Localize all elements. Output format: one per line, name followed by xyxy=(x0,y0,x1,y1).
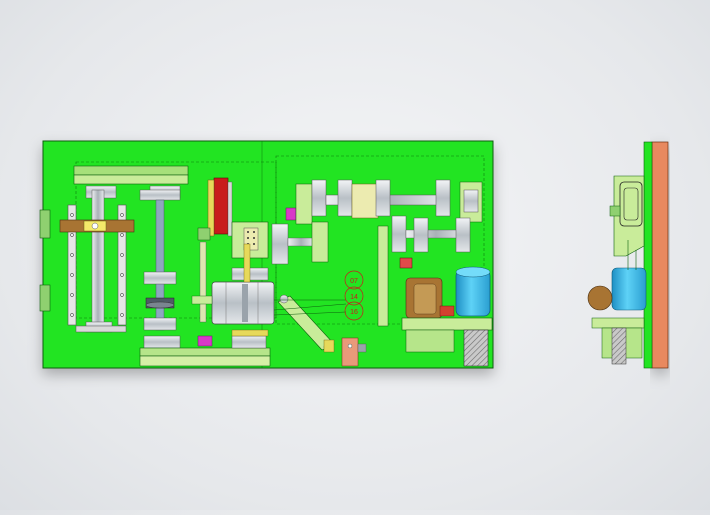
callout-label: 07 xyxy=(350,278,358,285)
callout-bubble: 07 xyxy=(344,270,364,290)
base-plate xyxy=(401,317,493,353)
motor-cylinder xyxy=(191,243,275,337)
blue-tank xyxy=(455,266,491,317)
callout-label: 14 xyxy=(350,294,358,301)
red-marker xyxy=(399,257,413,269)
side-view xyxy=(587,141,669,369)
callout-label: 16 xyxy=(350,309,358,316)
linear-guide-left xyxy=(67,204,127,326)
ball-screw-right xyxy=(139,189,181,331)
blue-tank-side xyxy=(611,267,647,311)
gear-motor-side xyxy=(587,285,613,311)
callout-bubble: 16 xyxy=(344,301,364,321)
edge-bracket-bottom xyxy=(39,284,51,312)
shaft-assembly-mid xyxy=(271,215,471,327)
edge-bracket-top xyxy=(39,209,51,239)
front-view: 07 14 16 xyxy=(39,140,494,369)
slide-block xyxy=(59,219,135,233)
small-bracket xyxy=(323,337,367,367)
orange-back-plate xyxy=(651,141,669,369)
side-housing xyxy=(613,175,645,257)
callout-group: 07 14 16 xyxy=(344,270,364,321)
side-panel xyxy=(643,141,653,369)
red-rail xyxy=(207,177,233,237)
pulley-block xyxy=(139,335,271,367)
shaft-assembly-top xyxy=(295,179,483,225)
gear-motor xyxy=(405,277,455,319)
callout-bubble: 14 xyxy=(344,286,364,306)
hatched-cylinder xyxy=(463,329,489,367)
